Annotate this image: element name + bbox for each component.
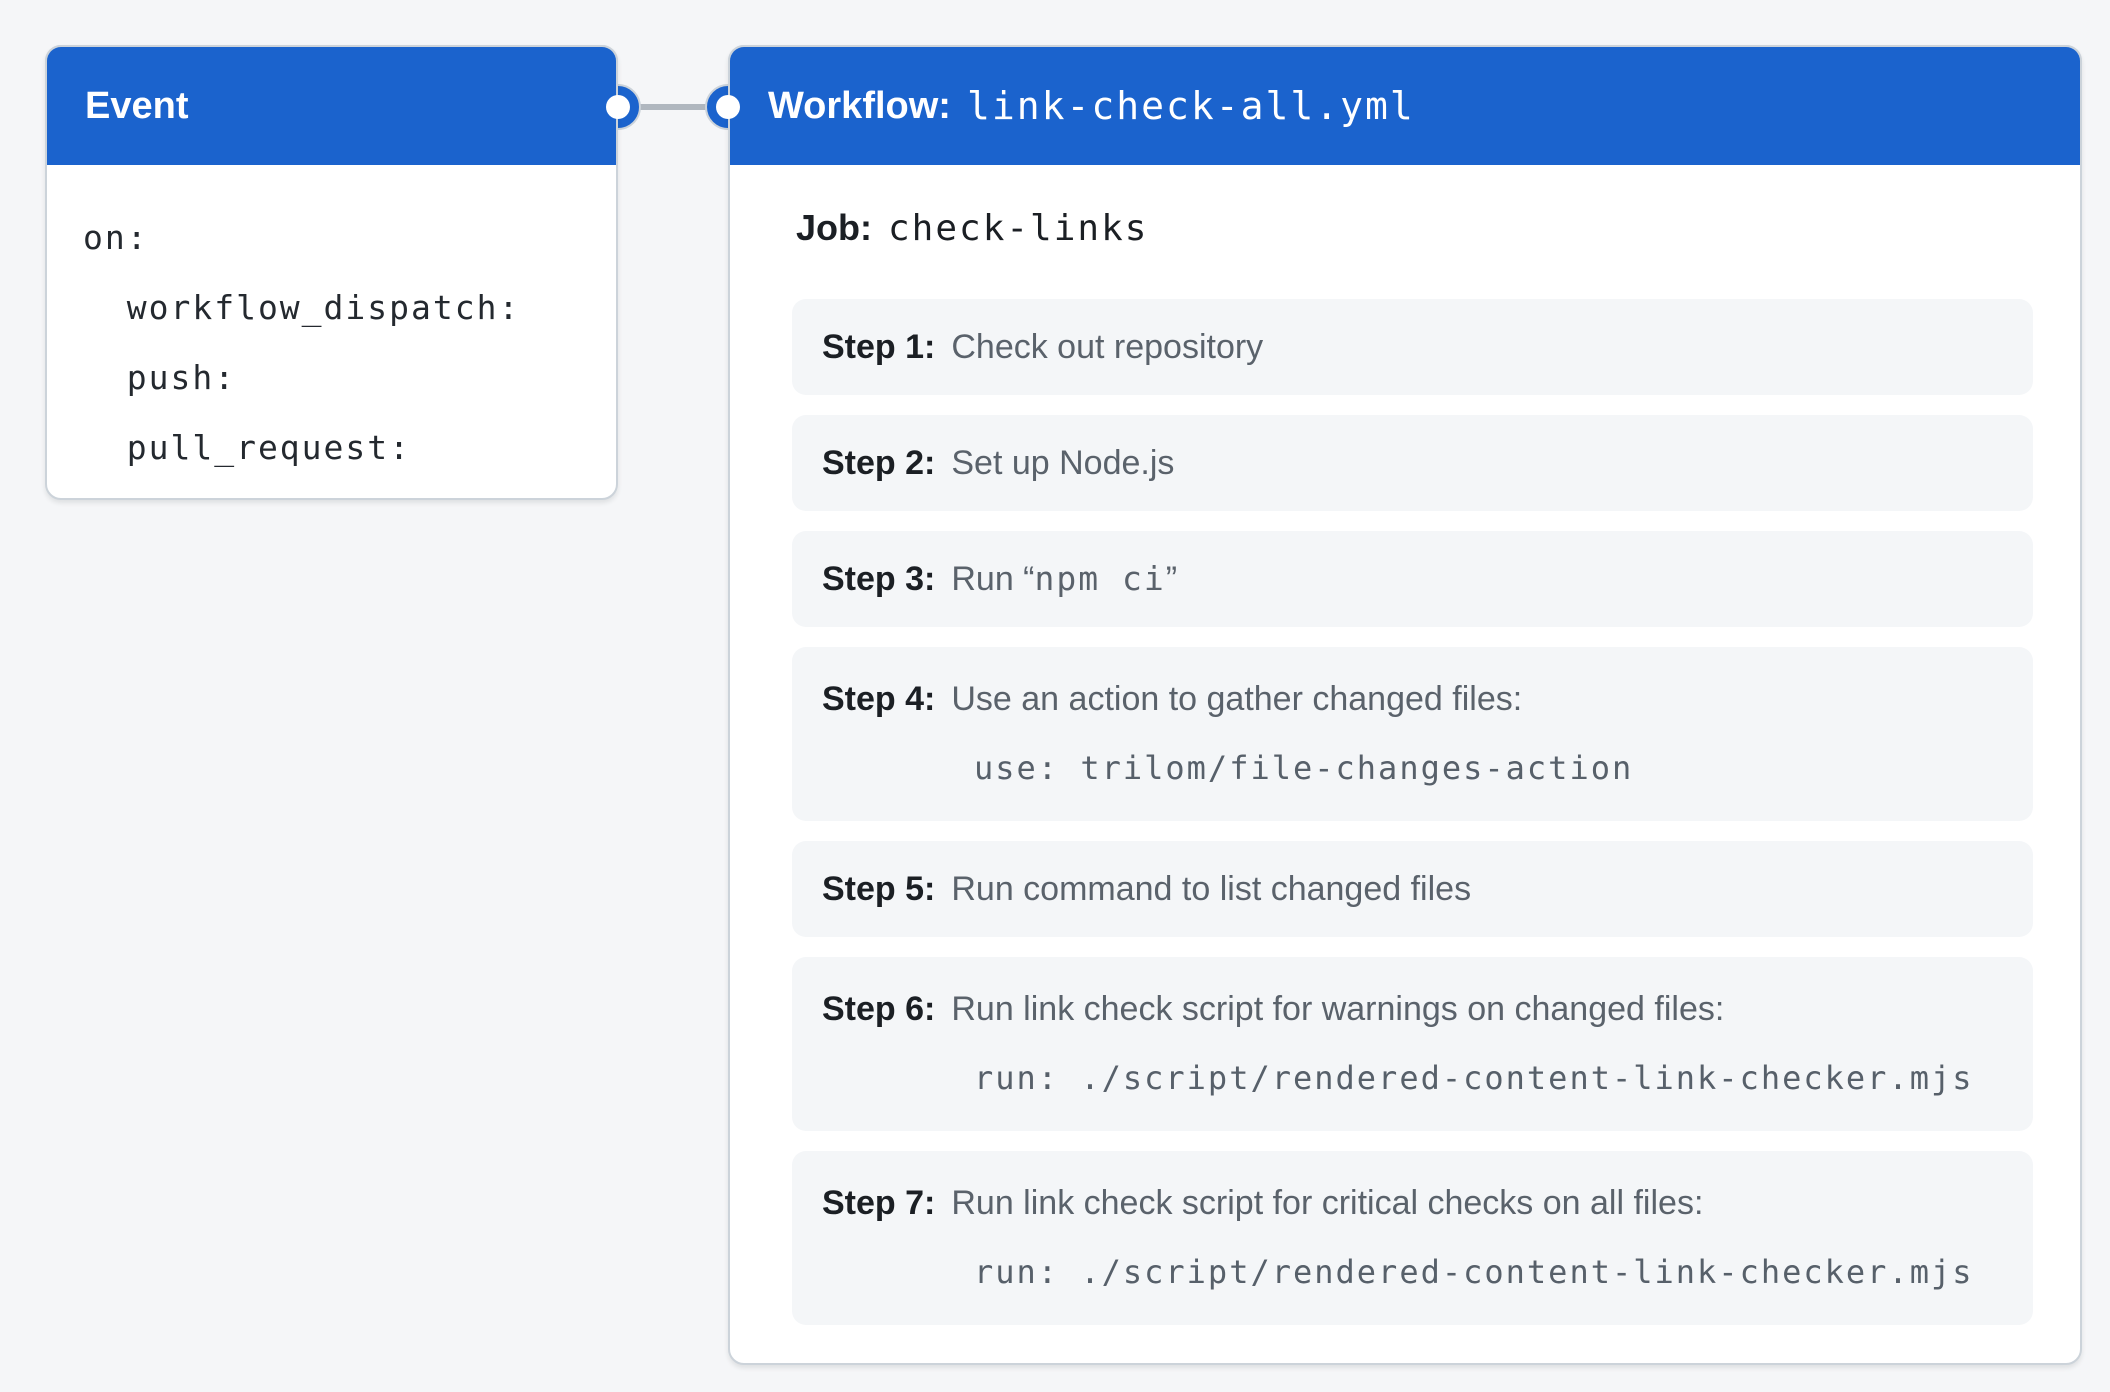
step-description: Run command to list changed files <box>951 869 1471 909</box>
step-line: Step 2: Set up Node.js <box>822 443 2003 483</box>
event-code-line: push: <box>83 358 237 397</box>
connector-line <box>616 104 730 110</box>
job-label: Job: <box>796 207 872 248</box>
step-row: Step 6: Run link check script for warnin… <box>792 957 2033 1131</box>
step-description-code-segment: npm ci <box>1034 559 1166 598</box>
workflow-card: Workflow: link-check-all.yml Job: check-… <box>728 45 2082 1365</box>
step-description: Run link check script for critical check… <box>951 1183 1703 1223</box>
step-label: Step 6: <box>822 990 936 1028</box>
event-card-body: on: workflow_dispatch: push: pull_reques… <box>47 165 616 521</box>
step-code: use: trilom/file-changes-action <box>974 749 1634 787</box>
event-card-header: Event <box>45 45 618 165</box>
step-line: Step 1: Check out repository <box>822 327 2003 367</box>
workflow-title-label: Workflow: <box>768 84 951 127</box>
connector-dot-right <box>716 95 740 119</box>
step-row: Step 7: Run link check script for critic… <box>792 1151 2033 1325</box>
workflow-card-header: Workflow: link-check-all.yml <box>728 45 2082 165</box>
step-label: Step 7: <box>822 1184 936 1222</box>
event-code-line: workflow_dispatch: <box>83 288 521 327</box>
step-line: Step 4: Use an action to gather changed … <box>822 679 2003 719</box>
step-row: Step 4: Use an action to gather changed … <box>792 647 2033 821</box>
step-description-text-segment: Run command to list changed files <box>951 870 1472 908</box>
connector-dot-left <box>606 95 630 119</box>
step-description-text-segment: Check out repository <box>951 328 1264 366</box>
steps-list: Step 1: Check out repository Step 2: Set… <box>792 299 2033 1325</box>
step-code: run: ./script/rendered-content-link-chec… <box>974 1253 1974 1291</box>
step-description: Set up Node.js <box>951 443 1174 483</box>
step-code: run: ./script/rendered-content-link-chec… <box>974 1059 1974 1097</box>
step-row: Step 3: Run “npm ci” <box>792 531 2033 627</box>
step-label: Step 4: <box>822 680 936 718</box>
step-line: Step 7: Run link check script for critic… <box>822 1183 2003 1223</box>
step-label: Step 2: <box>822 444 936 482</box>
step-description-text-segment: Set up Node.js <box>951 444 1175 482</box>
step-description-text-segment: ” <box>1165 560 1178 598</box>
step-description-text-segment: Run link check script for critical check… <box>951 1184 1704 1222</box>
step-row: Step 5: Run command to list changed file… <box>792 841 2033 937</box>
step-description-text-segment: Run “ <box>951 560 1035 598</box>
step-row: Step 2: Set up Node.js <box>792 415 2033 511</box>
step-description: Run “npm ci” <box>951 559 1177 599</box>
step-line: Step 3: Run “npm ci” <box>822 559 2003 599</box>
step-line: Step 6: Run link check script for warnin… <box>822 989 2003 1029</box>
step-description: Check out repository <box>951 327 1263 367</box>
step-description-text-segment: Use an action to gather changed files: <box>951 680 1523 718</box>
step-description-text-segment: Run link check script for warnings on ch… <box>951 990 1725 1028</box>
step-row: Step 1: Check out repository <box>792 299 2033 395</box>
event-card-title: Event <box>85 84 189 127</box>
workflow-card-body: Job: check-links Step 1: Check out repos… <box>730 207 2080 1370</box>
workflow-title-filename: link-check-all.yml <box>966 84 1415 128</box>
event-code-line: on: <box>83 218 149 257</box>
step-line: Step 5: Run command to list changed file… <box>822 869 2003 909</box>
event-card: Event on: workflow_dispatch: push: pull_… <box>45 45 618 500</box>
step-label: Step 5: <box>822 870 936 908</box>
job-line: Job: check-links <box>796 207 2033 249</box>
job-name: check-links <box>888 208 1149 249</box>
step-label: Step 3: <box>822 560 936 598</box>
event-code-line: pull_request: <box>83 428 412 467</box>
step-label: Step 1: <box>822 328 936 366</box>
step-description: Use an action to gather changed files: <box>951 679 1522 719</box>
step-description: Run link check script for warnings on ch… <box>951 989 1724 1029</box>
